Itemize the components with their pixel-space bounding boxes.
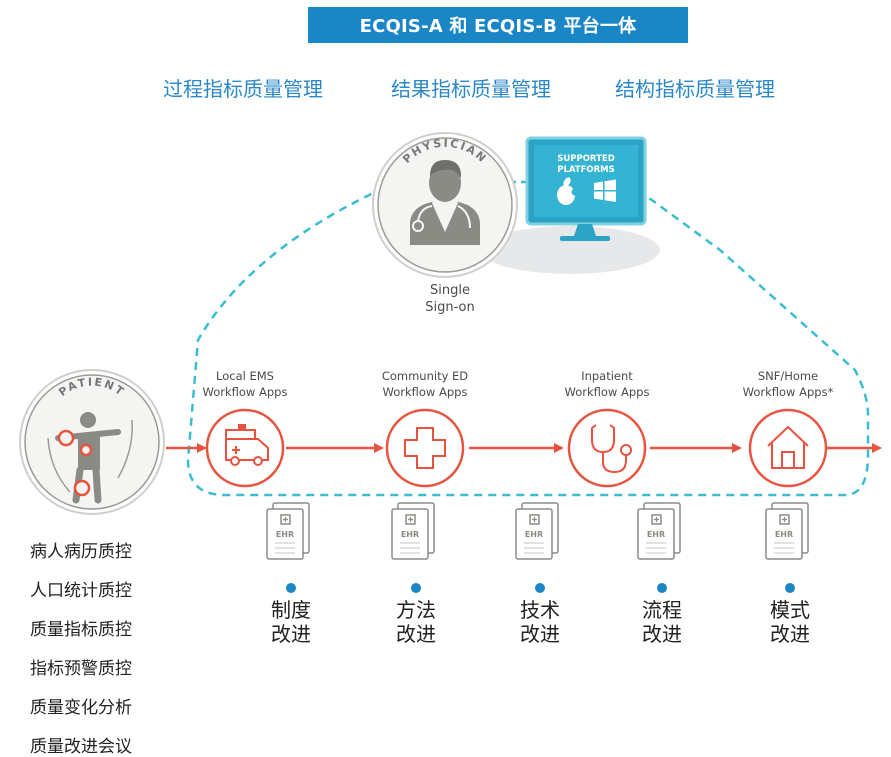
single-sign-on-label: Single Sign-on xyxy=(425,283,475,315)
bullet-dot xyxy=(535,583,545,593)
ambulance-icon xyxy=(225,424,269,466)
ehr-document-icon: EHR xyxy=(515,502,559,560)
patient-body-icon xyxy=(47,412,133,504)
left-list-item: 病人病历质控 xyxy=(30,542,132,562)
improvement-technology: 技术改进 xyxy=(520,598,560,646)
left-list-item: 质量改进会议 xyxy=(30,737,132,757)
ehr-label: EHR xyxy=(401,530,419,539)
improvement-system: 制度改进 xyxy=(271,598,311,646)
category-structure-quality: 结构指标质量管理 xyxy=(615,77,775,101)
house-icon xyxy=(767,425,809,469)
apple-icon xyxy=(557,177,579,205)
improvement-model: 模式改进 xyxy=(770,598,810,646)
ehr-document-icon: EHR xyxy=(391,502,435,560)
stethoscope-icon xyxy=(591,424,632,474)
ehr-label: EHR xyxy=(525,530,543,539)
bullet-dot xyxy=(286,583,296,593)
left-list-item: 指标预警质控 xyxy=(30,659,132,679)
ehr-label: EHR xyxy=(775,530,793,539)
page-title-banner: ECQIS-A 和 ECQIS-B 平台一体 xyxy=(308,7,688,43)
improvement-process: 流程改进 xyxy=(642,598,682,646)
ehr-document-icon: EHR xyxy=(266,502,310,560)
workflow-node-ed xyxy=(385,408,465,488)
doctor-icon xyxy=(410,160,480,245)
ehr-label: EHR xyxy=(647,530,665,539)
patient-node: PATIENT xyxy=(19,369,165,515)
ehr-document-icon: EHR xyxy=(765,502,809,560)
left-list-item: 质量指标质控 xyxy=(30,620,132,640)
category-process-quality: 过程指标质量管理 xyxy=(163,77,323,101)
windows-icon xyxy=(594,179,616,202)
workflow-node-inpatient xyxy=(567,408,647,488)
left-list-item: 质量变化分析 xyxy=(30,698,132,718)
workflow-node-ems xyxy=(205,408,285,488)
ehr-document-icon: EHR xyxy=(637,502,681,560)
category-result-quality: 结果指标质量管理 xyxy=(391,77,551,101)
improvement-method: 方法改进 xyxy=(396,598,436,646)
ehr-label: EHR xyxy=(276,530,294,539)
workflow-node-snf-home xyxy=(748,408,828,488)
supported-platforms-monitor: SUPPORTED PLATFORMS xyxy=(525,136,647,241)
bullet-dot xyxy=(657,583,667,593)
cross-icon xyxy=(404,427,446,469)
left-list-item: 人口统计质控 xyxy=(30,581,132,601)
physician-node: PHYSICIAN xyxy=(372,132,518,278)
bullet-dot xyxy=(411,583,421,593)
dashed-connection-outline xyxy=(186,186,870,497)
monitor-title-line1: SUPPORTED xyxy=(557,154,615,164)
bullet-dot xyxy=(785,583,795,593)
monitor-title-line2: PLATFORMS xyxy=(557,165,615,175)
